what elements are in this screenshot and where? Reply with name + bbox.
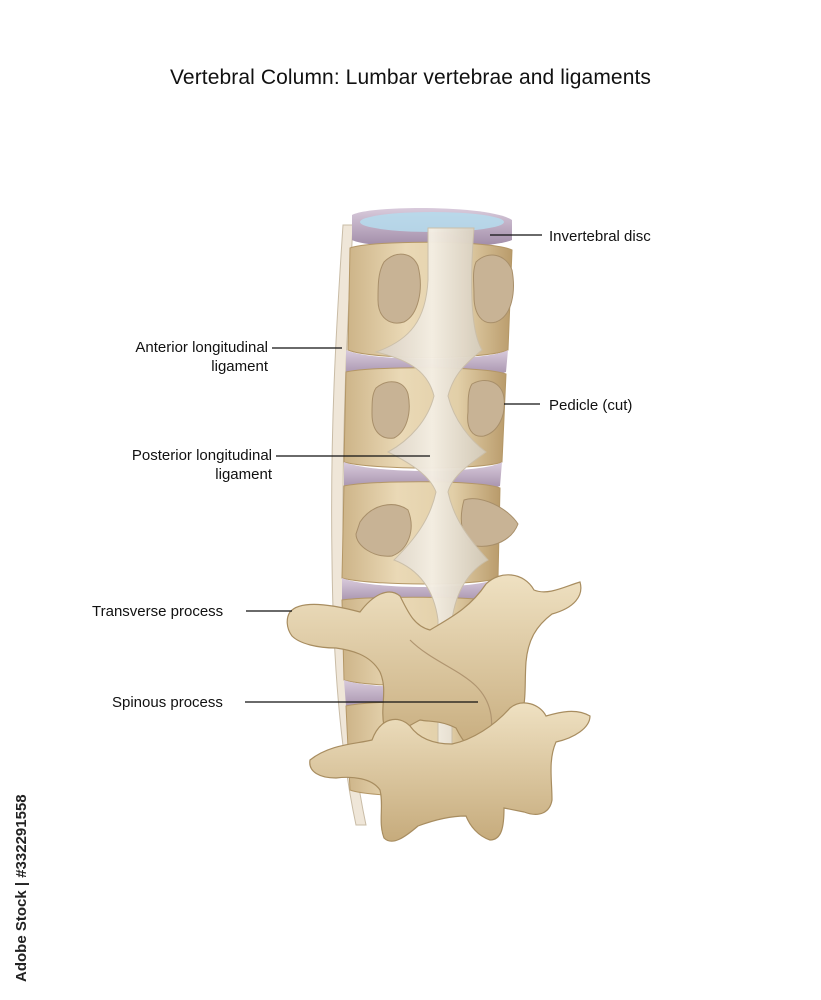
lower-vertebral-arch: [309, 702, 591, 842]
label-transverse-process: Transverse process: [92, 603, 224, 620]
diagram-title: Vertebral Column: Lumbar vertebrae and l…: [169, 66, 652, 89]
label-posterior-line1: Posterior longitudinal: [131, 447, 272, 464]
leader-lines: [245, 234, 542, 703]
label-anterior-line2: ligament: [211, 358, 268, 375]
posterior-longitudinal-ligament: [374, 227, 489, 753]
label-posterior-line2: ligament: [215, 466, 272, 483]
pedicles: [355, 253, 519, 557]
upper-vertebral-arch: [286, 574, 582, 755]
label-anterior-longitudinal-ligament: Anterior longitudinal ligament: [80, 338, 268, 376]
watermark-text: Adobe Stock | #332291558: [13, 794, 30, 982]
stock-watermark: Adobe Stock | #332291558: [10, 760, 32, 985]
anterior-longitudinal-ligament: [331, 224, 367, 826]
label-pedicle: Pedicle (cut): [549, 397, 633, 414]
label-anterior-line1: Anterior longitudinal: [135, 339, 268, 356]
label-spinous-process: Spinous process: [112, 694, 223, 711]
label-posterior-longitudinal-ligament: Posterior longitudinal ligament: [60, 446, 272, 484]
label-invertebral-disc: Invertebral disc: [549, 228, 651, 245]
